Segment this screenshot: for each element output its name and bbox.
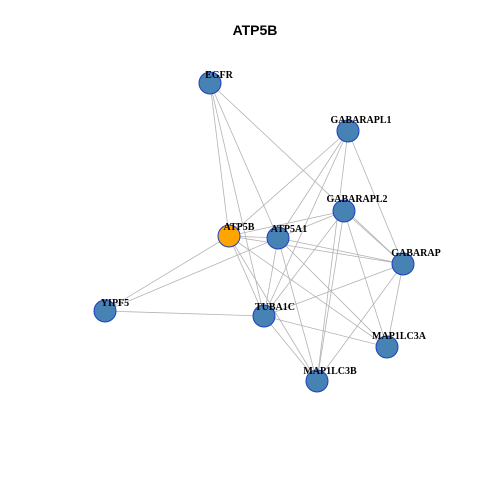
- edge-atp5b-map1lc3a: [228, 235, 388, 348]
- edge-gabarapl1-tuba1c: [263, 130, 349, 317]
- edge-tuba1c-gabarap: [263, 263, 404, 317]
- node-tuba1c[interactable]: [252, 304, 276, 328]
- node-label-gabarapl2: GABARAPL2: [326, 194, 387, 205]
- edge-atp5a1-map1lc3b: [277, 237, 318, 382]
- edge-atp5b-gabarap: [228, 235, 404, 265]
- edge-atp5b-yipf5: [104, 235, 230, 312]
- edge-atp5b-tuba1c: [228, 235, 265, 317]
- edge-egfr-atp5b: [209, 82, 230, 237]
- node-label-map1lc3a: MAP1LC3A: [372, 331, 427, 342]
- node-gabarapl2[interactable]: [332, 199, 356, 223]
- edge-gabarapl1-map1lc3b: [316, 130, 349, 382]
- node-label-atp5a1: ATP5A1: [271, 224, 307, 235]
- edge-gabarapl2-atp5a1: [277, 210, 345, 239]
- edge-layer: [104, 82, 404, 382]
- edge-gabarapl1-atp5a1: [277, 130, 349, 239]
- edge-egfr-atp5a1: [209, 82, 279, 239]
- diagram-title: ATP5B: [233, 22, 278, 38]
- edge-gabarapl2-gabarap: [343, 210, 404, 265]
- edge-atp5a1-map1lc3a: [277, 237, 388, 348]
- edge-atp5a1-yipf5: [104, 237, 279, 312]
- node-label-gabarap: GABARAP: [391, 248, 440, 259]
- node-atp5a1[interactable]: [266, 226, 290, 250]
- node-map1lc3b[interactable]: [305, 369, 329, 393]
- node-label-atp5b: ATP5B: [224, 222, 255, 233]
- node-gabarapl1[interactable]: [336, 119, 360, 143]
- edge-gabarapl2-map1lc3b: [316, 210, 345, 382]
- node-label-tuba1c: TUBA1C: [255, 302, 295, 313]
- edge-gabarap-map1lc3b: [316, 263, 404, 382]
- edge-atp5b-map1lc3b: [228, 235, 318, 382]
- node-egfr[interactable]: [198, 71, 222, 95]
- edge-gabarapl1-gabarap: [347, 130, 404, 265]
- edge-tuba1c-map1lc3b: [263, 315, 318, 382]
- node-atp5b[interactable]: [217, 224, 241, 248]
- node-map1lc3a[interactable]: [375, 335, 399, 359]
- node-label-map1lc3b: MAP1LC3B: [303, 366, 357, 377]
- edge-egfr-tuba1c: [209, 82, 265, 317]
- edge-tuba1c-map1lc3a: [263, 315, 388, 348]
- node-yipf5[interactable]: [93, 299, 117, 323]
- edge-gabarapl2-map1lc3a: [343, 210, 388, 348]
- edge-yipf5-tuba1c: [104, 310, 265, 317]
- node-gabarap[interactable]: [391, 252, 415, 276]
- node-label-egfr: EGFR: [205, 70, 234, 81]
- edge-atp5a1-tuba1c: [263, 237, 279, 317]
- edge-egfr-gabarap: [209, 82, 404, 265]
- edge-gabarapl2-atp5b: [228, 210, 345, 237]
- edge-gabarap-map1lc3a: [386, 263, 404, 348]
- node-label-yipf5: YIPF5: [101, 298, 129, 309]
- node-layer: [93, 71, 415, 393]
- node-label-gabarapl1: GABARAPL1: [330, 115, 391, 126]
- edge-gabarapl1-atp5b: [228, 130, 349, 237]
- edge-atp5a1-gabarap: [277, 237, 404, 265]
